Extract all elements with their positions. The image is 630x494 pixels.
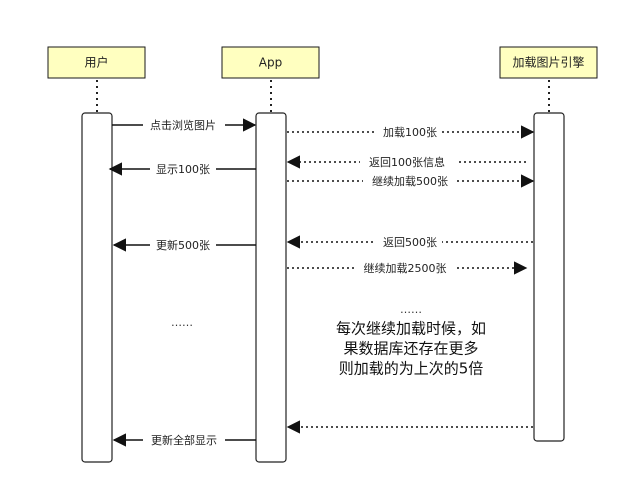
message-show-100: 显示100张 xyxy=(108,162,256,177)
message-update-500-label: 更新500张 xyxy=(156,238,210,252)
note-line-2: 果数据库还存在更多 xyxy=(343,340,478,358)
message-update-all-label: 更新全部显示 xyxy=(151,433,217,447)
note-line-1: 每次继续加载时候，如 xyxy=(336,320,486,338)
message-update-500: 更新500张 xyxy=(112,238,256,253)
message-return-100-info-label: 返回100张信息 xyxy=(369,155,445,169)
message-continue-2500-label: 继续加载2500张 xyxy=(364,261,447,275)
activation-app xyxy=(255,112,287,463)
message-load-100: 加载100张 xyxy=(287,125,535,140)
message-update-all: 更新全部显示 xyxy=(112,433,256,448)
message-click-browse: 点击浏览图片 xyxy=(112,118,257,133)
activation-user xyxy=(81,112,113,463)
message-return-100-info: 返回100张信息 xyxy=(286,155,526,170)
actor-engine-label: 加载图片引擎 xyxy=(512,55,584,70)
actor-user: 用户 xyxy=(47,46,146,79)
message-continue-500: 继续加载500张 xyxy=(287,174,535,189)
message-show-100-label: 显示100张 xyxy=(156,163,210,176)
message-click-browse-label: 点击浏览图片 xyxy=(150,118,216,132)
ellipsis-user: …… xyxy=(171,316,193,329)
actor-app-label: App xyxy=(259,56,282,70)
message-continue-2500: 继续加载2500张 xyxy=(287,261,528,276)
actor-engine: 加载图片引擎 xyxy=(499,46,598,79)
message-load-100-label: 加载100张 xyxy=(383,126,437,139)
message-continue-500-label: 继续加载500张 xyxy=(372,174,448,188)
note-line-3: 则加载的为上次的5倍 xyxy=(339,360,484,378)
actor-app: App xyxy=(221,46,320,79)
ellipsis-note: …… xyxy=(400,303,422,316)
message-return-500-label: 返回500张 xyxy=(383,236,437,249)
activation-engine xyxy=(533,112,565,442)
actor-user-label: 用户 xyxy=(84,55,108,70)
message-return-500: 返回500张 xyxy=(286,235,533,250)
